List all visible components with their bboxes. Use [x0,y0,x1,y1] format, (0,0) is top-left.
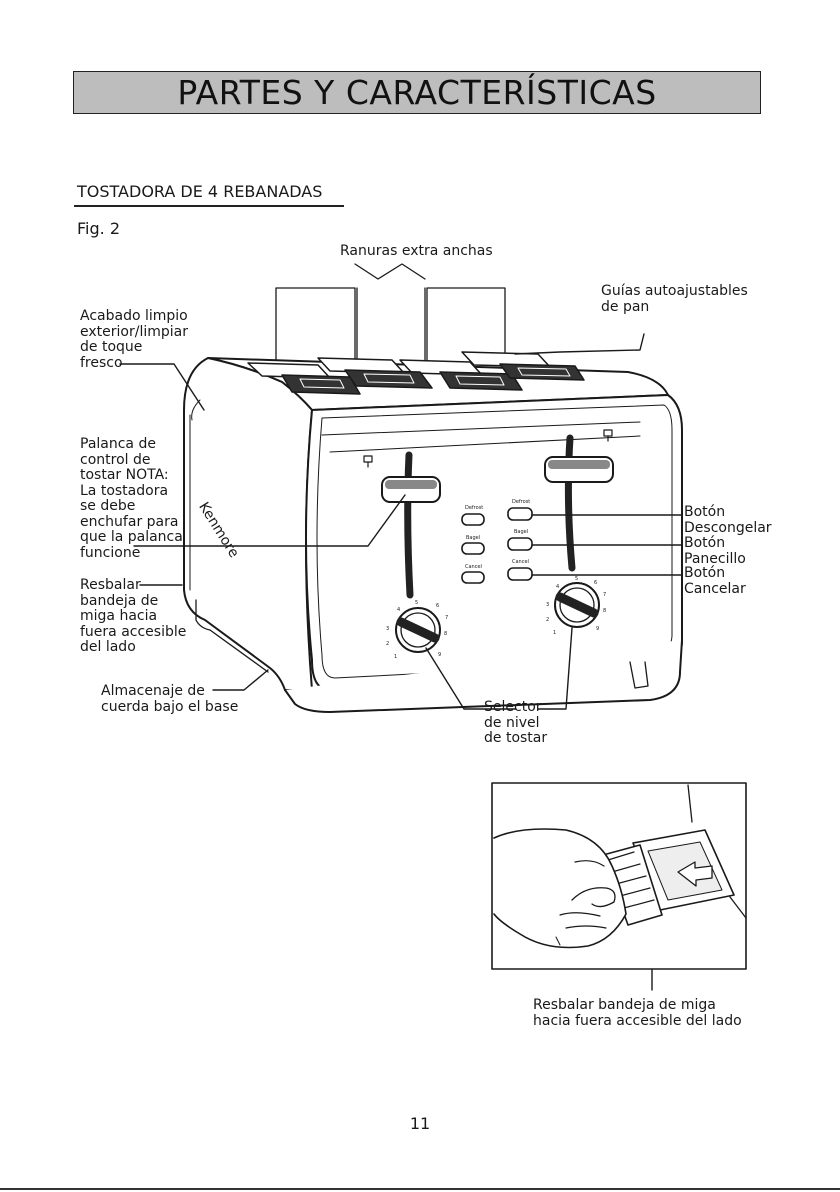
button-defrost-left: Defrost [465,505,484,511]
button-defrost-right: Defrost [512,499,531,505]
page-title-box: PARTES Y CARACTERÍSTICAS [73,71,761,114]
dial-left-number-4: 4 [397,607,401,613]
figure-label: Fig. 2 [77,219,120,238]
label-crumb-tray: Resbalar bandeja de miga hacia fuera acc… [80,577,187,655]
dial-left-number-6: 6 [436,603,440,609]
page-number: 11 [409,1114,431,1133]
label-cord-storage: Almacenaje de cuerda bajo el base [101,683,239,715]
label-bread-guides: Guías autoajustables de pan [601,283,748,315]
dial-right-number-7: 7 [603,592,607,598]
button-bagel-left: Bagel [466,535,481,541]
toast-slots [247,351,585,395]
bottom-rule [0,1188,840,1190]
toast-level-dials [395,582,600,653]
slot-callout-lines [275,263,506,368]
dial-right-number-9: 9 [596,626,600,632]
dial-left-number-9: 9 [438,652,442,658]
dial-left-number-2: 2 [386,641,390,647]
dial-right-number-3: 3 [546,602,550,608]
dial-right-number-4: 4 [556,584,560,590]
button-cancel-right: Cancel [512,559,529,565]
label-toast-lever: Palanca de control de tostar NOTA: La to… [80,436,183,561]
section-heading-underline [74,205,344,207]
crumb-tray-inset [491,782,747,970]
label-toast-selector: Selector de nivel de tostar [484,699,548,746]
dial-left-number-8: 8 [444,631,448,637]
dial-right-number-8: 8 [603,608,607,614]
callout-leaders [119,333,683,991]
button-cancel-left: Cancel [465,564,482,570]
indicator-icons [363,429,613,468]
dial-left-number-1: 1 [394,654,398,660]
dial-right-number-2: 2 [546,617,550,623]
label-crumb-tray-detail: Resbalar bandeja de miga hacia fuera acc… [533,997,742,1029]
label-clean-finish: Acabado limpio exterior/limpiar de toque… [80,308,188,371]
label-bagel-button: Botón Panecillo [684,535,746,567]
dial-right-number-6: 6 [594,580,598,586]
label-defrost-button: Botón Descongelar [684,504,772,536]
dial-left-number-7: 7 [445,615,449,621]
label-cancel-button: Botón Cancelar [684,565,746,597]
label-extra-wide-slots: Ranuras extra anchas [340,243,493,259]
dial-left-number-3: 3 [386,626,390,632]
dial-right-number-1: 1 [553,630,557,636]
toast-levers [381,434,614,599]
section-heading: TOSTADORA DE 4 REBANADAS [77,182,323,201]
function-buttons [461,507,533,584]
page-title: PARTES Y CARACTERÍSTICAS [177,73,657,112]
button-bagel-right: Bagel [514,529,529,535]
dial-left-number-5: 5 [415,600,419,606]
dial-right-number-5: 5 [575,576,579,582]
